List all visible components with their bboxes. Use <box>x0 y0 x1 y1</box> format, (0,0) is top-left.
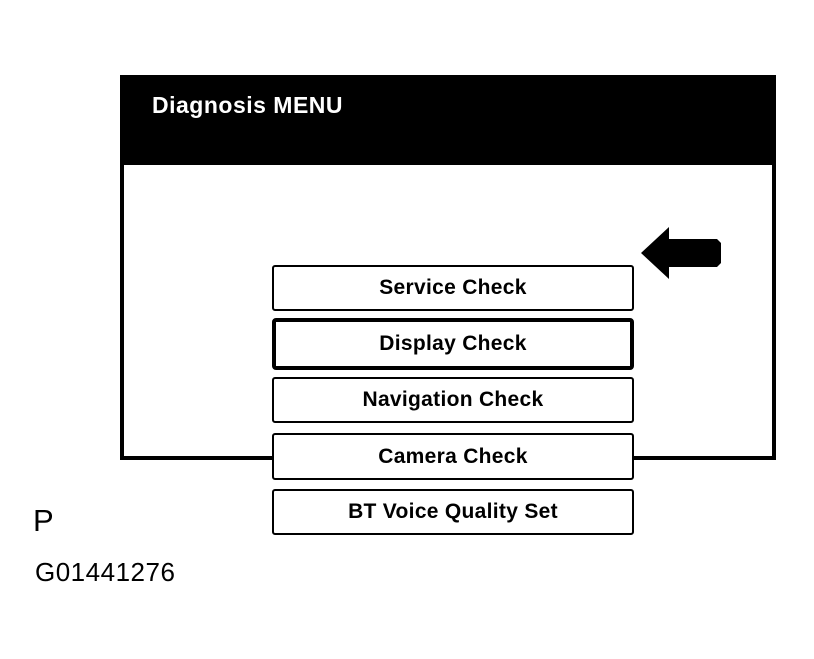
menu-item-navigation-check[interactable]: Navigation Check <box>272 377 634 423</box>
arrow-left-icon <box>641 227 721 279</box>
panel-letter: P <box>33 503 54 538</box>
menu-item-bt-voice-quality-set[interactable]: BT Voice Quality Set <box>272 489 634 535</box>
page-title: Diagnosis MENU <box>152 92 344 118</box>
screen-body: Service Check Display Check Navigation C… <box>120 165 776 535</box>
screen-header: Diagnosis MENU <box>120 75 776 165</box>
figure-code: G01441276 <box>35 557 176 587</box>
menu-item-display-check[interactable]: Display Check <box>272 318 634 370</box>
menu-item-camera-check[interactable]: Camera Check <box>272 433 634 480</box>
head-unit-screen: Diagnosis MENU Service Check Display Che… <box>120 75 776 535</box>
menu-item-service-check[interactable]: Service Check <box>272 265 634 311</box>
